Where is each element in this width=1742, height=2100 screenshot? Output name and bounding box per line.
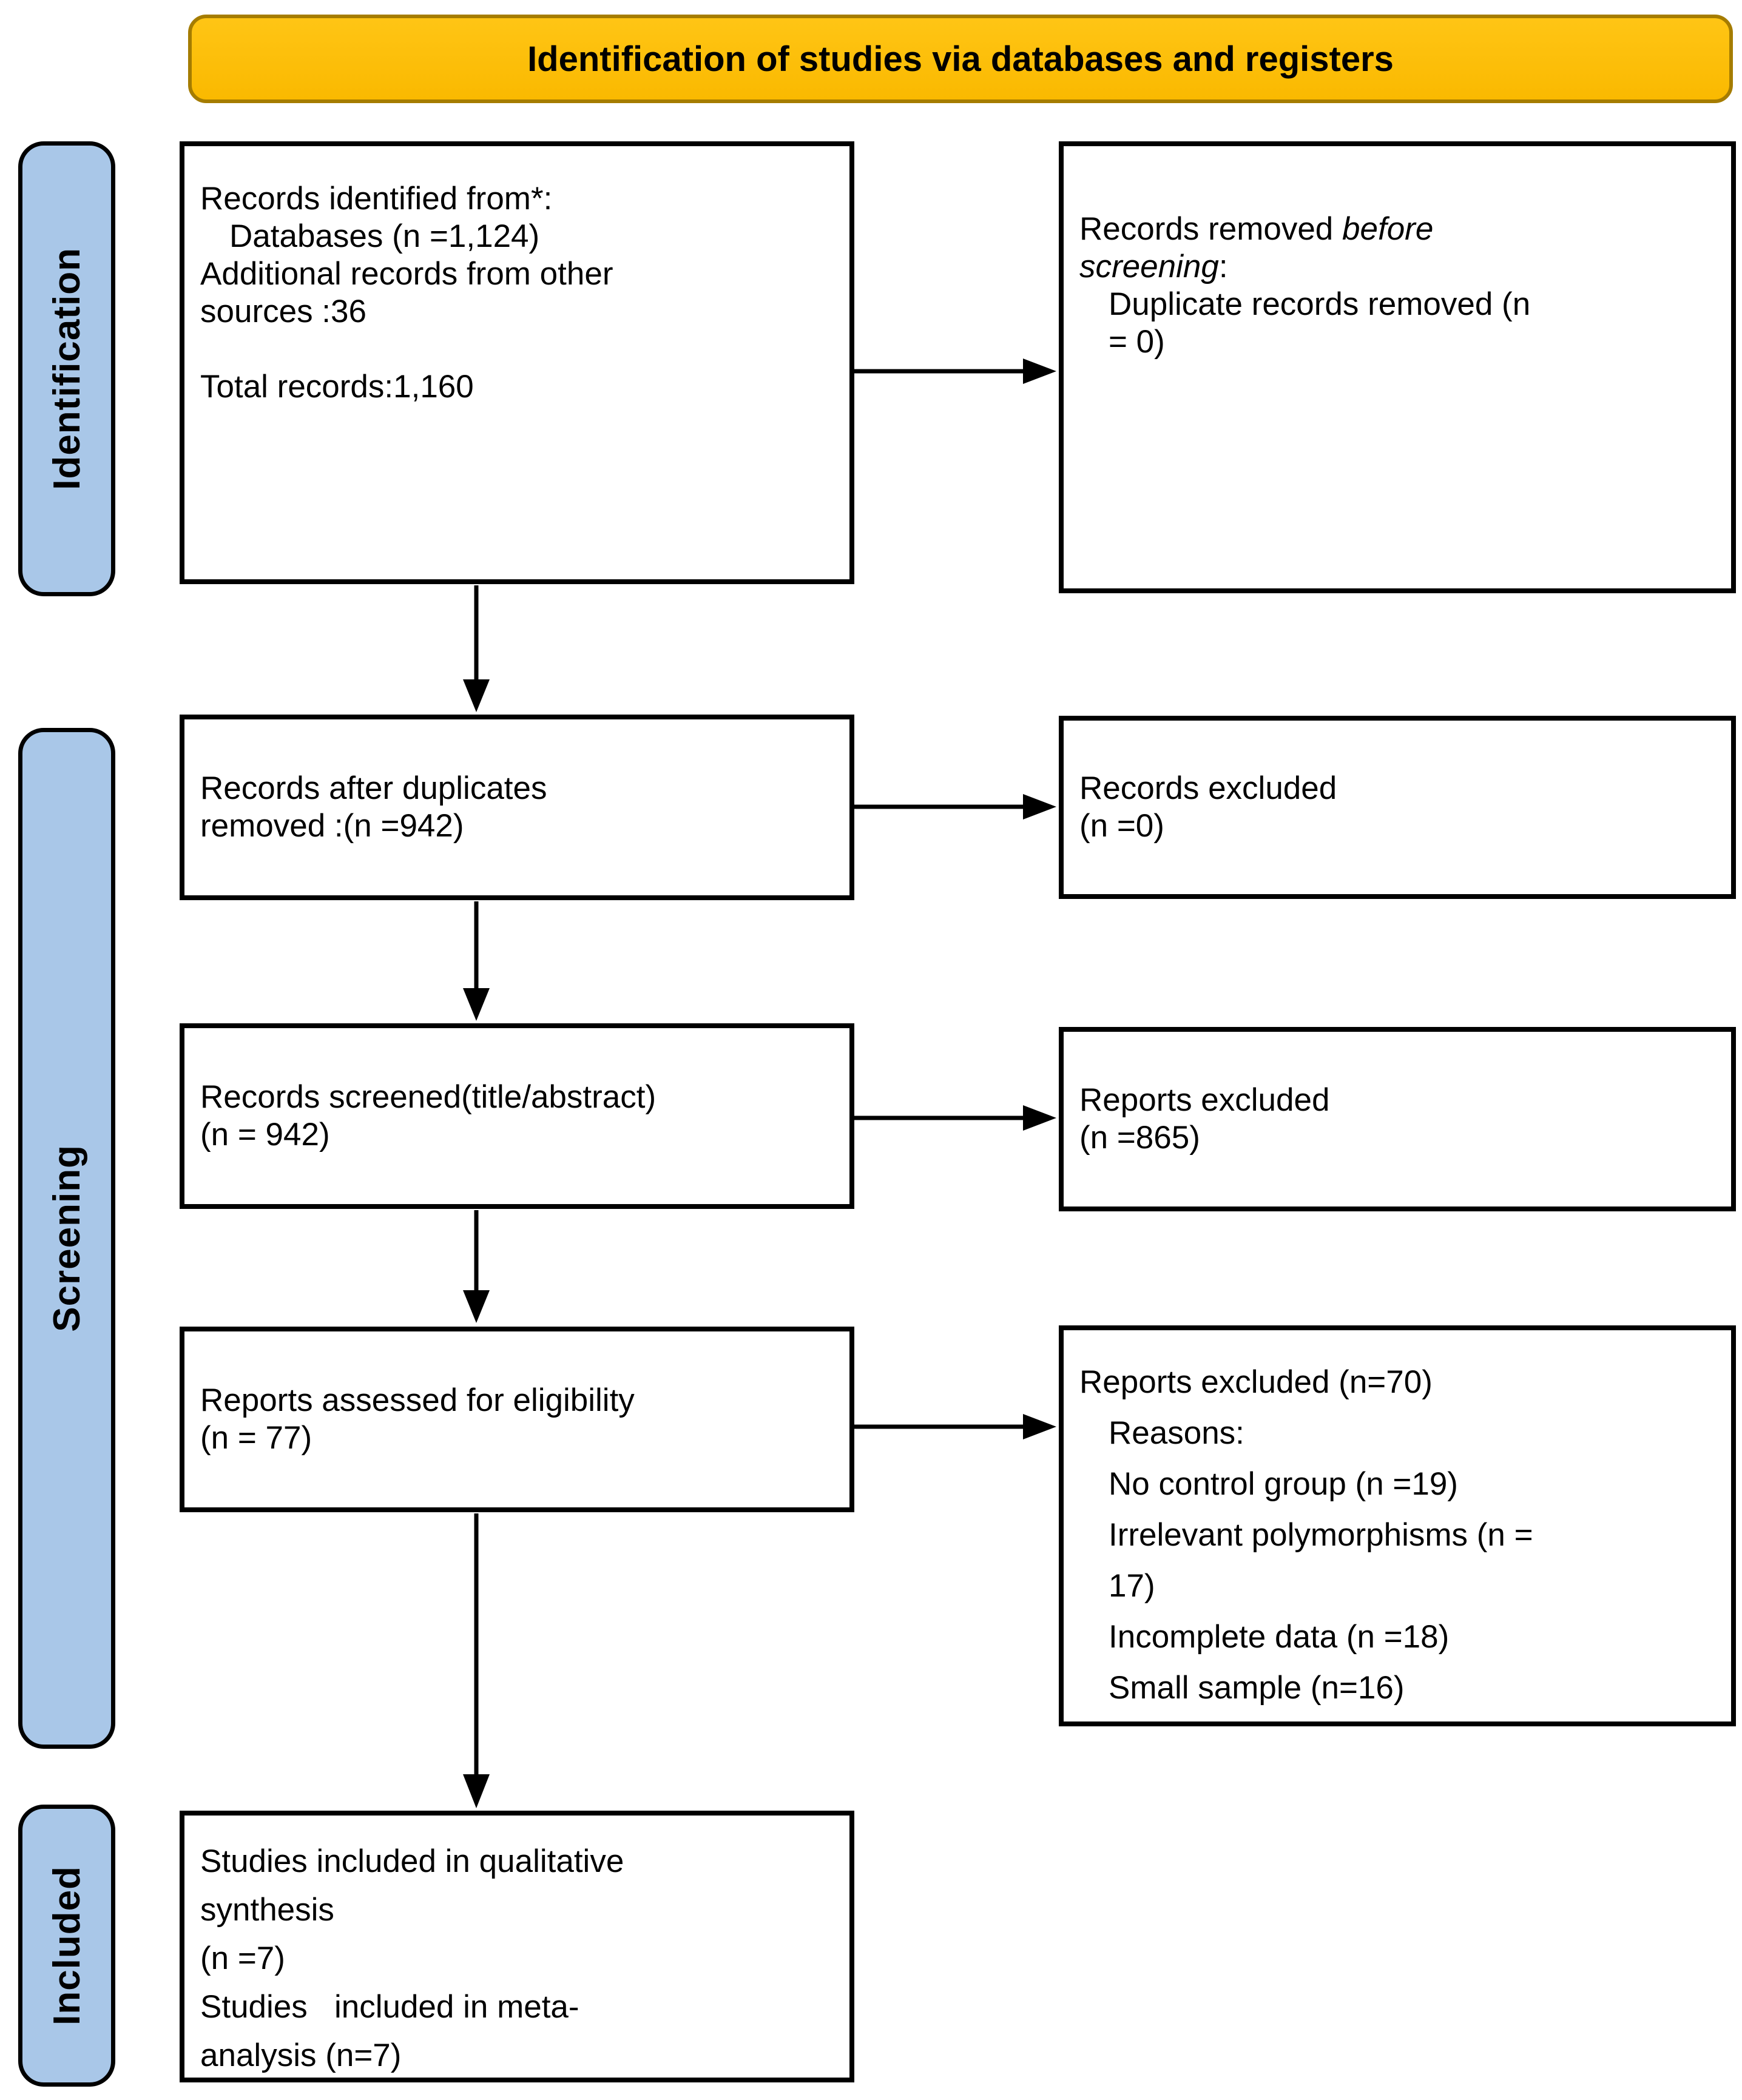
arrow-screened-to-reports-excluded xyxy=(854,1105,1056,1131)
box-reports-excluded: Reports excluded(n =865) xyxy=(1059,1027,1736,1211)
text-line: (n =7) xyxy=(200,1934,839,1983)
stage-label-identification: Identification xyxy=(46,247,88,490)
text-line: 17) xyxy=(1079,1561,1720,1612)
text-segment: Reports excluded xyxy=(1079,1082,1330,1118)
stage-label-screening: Screening xyxy=(46,1145,88,1332)
text-line: (n =0) xyxy=(1079,807,1720,845)
text-line: synthesis xyxy=(200,1886,839,1934)
text-segment: Additional records from other xyxy=(200,256,613,292)
text-line: Records screened(title/abstract) xyxy=(200,1079,839,1116)
text-segment: Reasons: xyxy=(1109,1415,1244,1451)
text-segment: Reports assessed for eligibility xyxy=(200,1382,635,1418)
text-line: Records identified from*: xyxy=(200,180,839,218)
arrow-assessed-to-included xyxy=(463,1513,490,1808)
text-segment: No control group (n =19) xyxy=(1109,1466,1458,1502)
arrow-dedup-to-screened xyxy=(463,901,490,1021)
italic-text-segment: before xyxy=(1342,211,1434,247)
text-segment: Records removed xyxy=(1079,211,1343,247)
stage-pill-included: Included xyxy=(18,1805,115,2087)
text-segment: (n =7) xyxy=(200,1940,285,1976)
text-line: Studies included in meta- xyxy=(200,1983,839,2031)
diagram-title-banner: Identification of studies via databases … xyxy=(188,15,1733,103)
text-segment: (n = 942) xyxy=(200,1117,330,1153)
text-segment: (n =0) xyxy=(1079,808,1164,844)
text-line: Records removed before xyxy=(1079,210,1720,248)
text-line: Records after duplicates xyxy=(200,770,839,807)
text-segment: 17) xyxy=(1109,1568,1155,1604)
text-line: Reasons: xyxy=(1079,1408,1720,1459)
text-line: Reports excluded (n=70) xyxy=(1079,1357,1720,1408)
stage-label-included: Included xyxy=(46,1866,88,2025)
text-line: Reports assessed for eligibility xyxy=(200,1382,839,1419)
text-segment: removed :(n =942) xyxy=(200,808,464,844)
text-line: (n =865) xyxy=(1079,1119,1720,1157)
box-records-identified: Records identified from*:Databases (n =1… xyxy=(180,141,854,584)
text-segment: Total records:1,160 xyxy=(200,369,474,405)
text-line: Incomplete data (n =18) xyxy=(1079,1612,1720,1663)
text-line: = 0) xyxy=(1079,323,1720,361)
text-line: screening: xyxy=(1079,248,1720,286)
italic-text-segment: screening xyxy=(1079,249,1219,284)
arrow-screened-to-assessed xyxy=(463,1210,490,1323)
text-segment: Records after duplicates xyxy=(200,770,547,806)
text-segment: Incomplete data (n =18) xyxy=(1109,1619,1450,1655)
text-segment: Studies included in meta- xyxy=(200,1989,579,2025)
text-segment: = 0) xyxy=(1109,324,1165,360)
text-line: analysis (n=7) xyxy=(200,2031,839,2080)
text-line: Records excluded xyxy=(1079,770,1720,807)
text-line: (n = 942) xyxy=(200,1116,839,1154)
text-segment: Irrelevant polymorphisms (n = xyxy=(1109,1517,1533,1553)
box-reports-assessed: Reports assessed for eligibility(n = 77) xyxy=(180,1327,854,1512)
diagram-title: Identification of studies via databases … xyxy=(527,39,1394,79)
text-line: Duplicate records removed (n xyxy=(1079,286,1720,323)
text-line xyxy=(200,331,839,368)
text-line: removed :(n =942) xyxy=(200,807,839,845)
arrow-assessed-to-reasons xyxy=(854,1414,1056,1439)
text-segment: Records screened(title/abstract) xyxy=(200,1079,657,1115)
text-segment: : xyxy=(1218,249,1228,284)
arrow-identified-to-removed xyxy=(854,358,1056,384)
text-segment: Records identified from*: xyxy=(200,181,553,217)
stage-pill-identification: Identification xyxy=(18,141,115,596)
text-segment: (n = 77) xyxy=(200,1420,312,1456)
text-line: Reports excluded xyxy=(1079,1082,1720,1119)
text-line: Additional records from other xyxy=(200,255,839,293)
text-segment: Duplicate records removed (n xyxy=(1109,286,1531,322)
text-line: Studies included in qualitative xyxy=(200,1837,839,1886)
arrow-identified-to-dedup xyxy=(463,585,490,712)
stage-pill-screening: Screening xyxy=(18,728,115,1749)
text-segment: Databases (n =1,124) xyxy=(229,218,540,254)
text-segment: synthesis xyxy=(200,1892,334,1928)
text-line: Databases (n =1,124) xyxy=(200,218,839,255)
text-line: No control group (n =19) xyxy=(1079,1459,1720,1510)
text-line: Small sample (n=16) xyxy=(1079,1663,1720,1714)
text-line: sources :36 xyxy=(200,293,839,331)
text-segment: Records excluded xyxy=(1079,770,1337,806)
box-records-excluded: Records excluded(n =0) xyxy=(1059,716,1736,899)
box-records-screened: Records screened(title/abstract)(n = 942… xyxy=(180,1023,854,1209)
arrow-dedup-to-excluded xyxy=(854,794,1056,819)
text-segment: Small sample (n=16) xyxy=(1109,1670,1405,1706)
text-line: Irrelevant polymorphisms (n = xyxy=(1079,1510,1720,1561)
text-segment: analysis (n=7) xyxy=(200,2038,402,2073)
text-segment: (n =865) xyxy=(1079,1120,1200,1156)
box-reports-excluded-reasons: Reports excluded (n=70) Reasons: No contro… xyxy=(1059,1325,1736,1726)
text-segment: sources :36 xyxy=(200,294,366,329)
text-line: Total records:1,160 xyxy=(200,368,839,406)
text-line: (n = 77) xyxy=(200,1419,839,1457)
box-studies-included: Studies included in qualitative synthesis… xyxy=(180,1811,854,2082)
text-segment: Reports excluded (n=70) xyxy=(1079,1364,1433,1400)
text-segment: Studies included in qualitative xyxy=(200,1843,624,1879)
